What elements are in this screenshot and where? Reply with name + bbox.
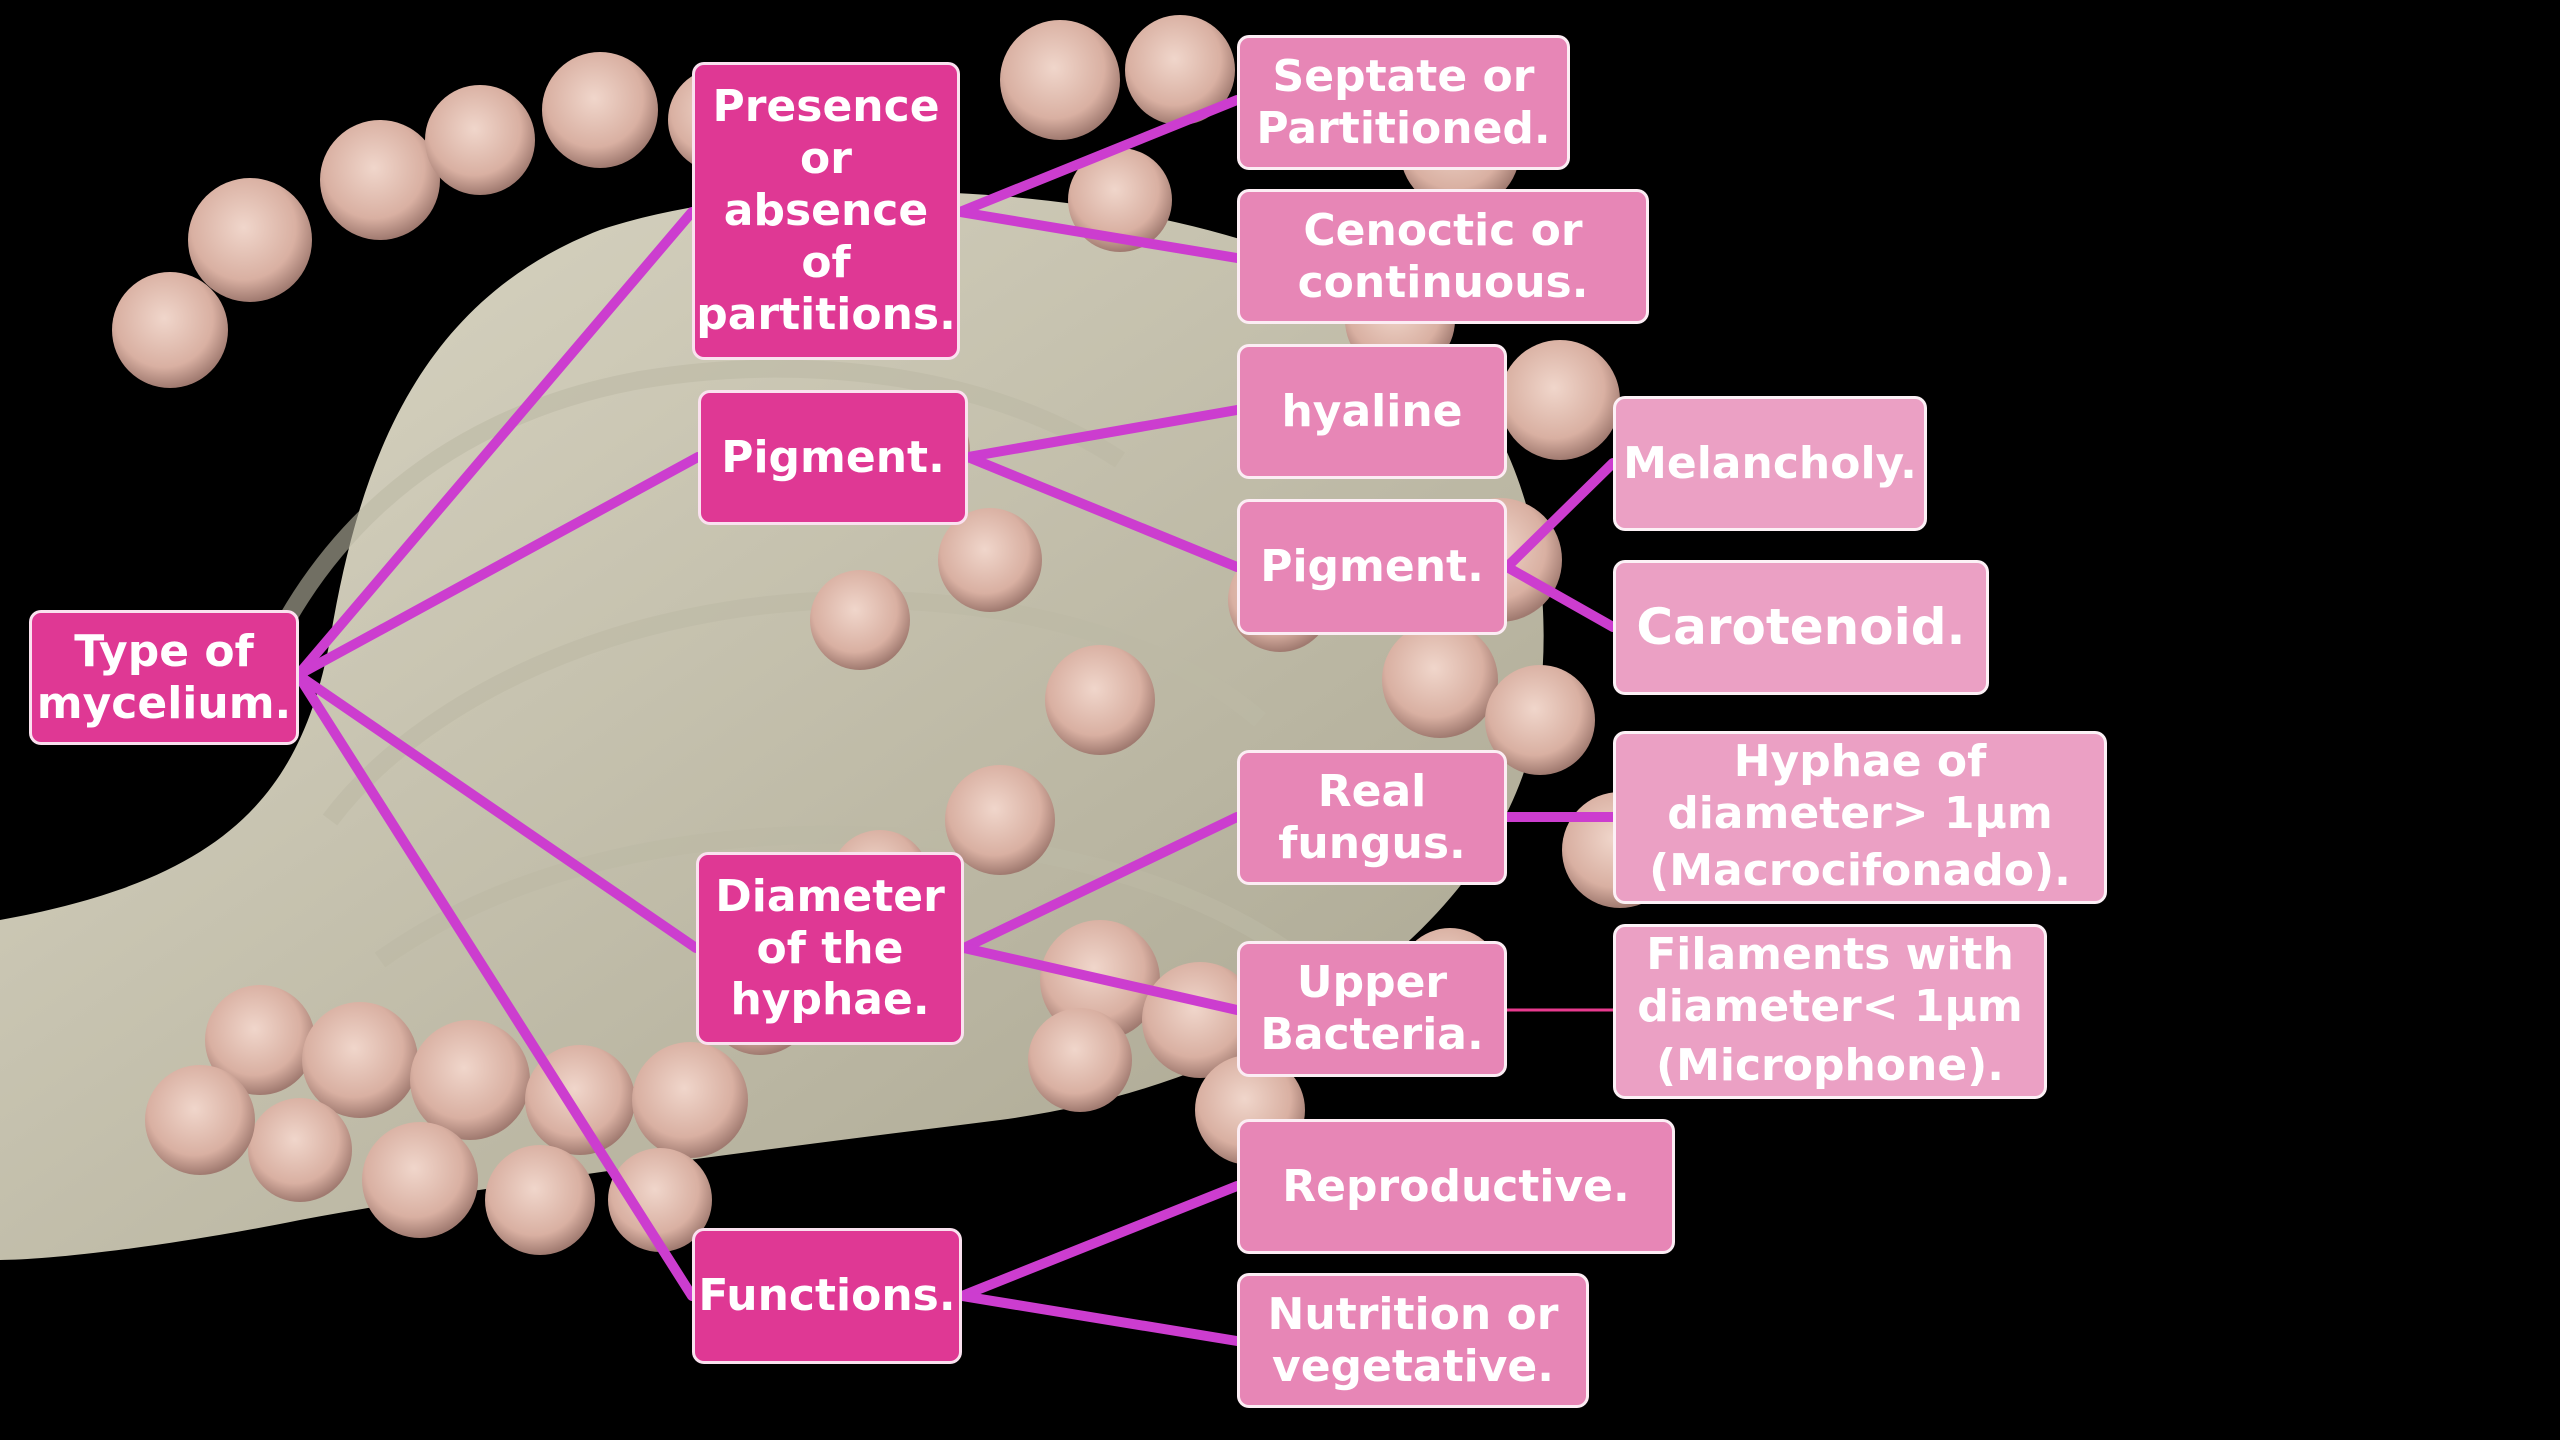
detail-hyphae-diameter-name: (Macrocifonado). bbox=[1649, 845, 2071, 897]
option-reproductive-label: Reproductive. bbox=[1282, 1161, 1629, 1213]
category-diameter-of-hyphae: Diameter of the hyphae. bbox=[696, 852, 964, 1045]
connector-pigment-to-pigment-sub bbox=[968, 457, 1237, 567]
option-cenoctic-label: Cenoctic or continuous. bbox=[1298, 205, 1589, 309]
connector-functions-to-nutrition bbox=[962, 1296, 1237, 1341]
detail-hyphae-diameter-text: Hyphae of diameter> 1μm bbox=[1667, 736, 2053, 840]
connector-root-to-diameter bbox=[298, 675, 696, 948]
option-septate-label: Septate or Partitioned. bbox=[1256, 51, 1550, 155]
connector-diameter-to-upper-bacteria bbox=[964, 948, 1237, 1010]
category-pigment: Pigment. bbox=[698, 390, 968, 525]
category-presence-of-partitions: Presence or absence of partitions. bbox=[692, 62, 960, 360]
option-hyaline-label: hyaline bbox=[1281, 386, 1462, 438]
option-real-fungus: Real fungus. bbox=[1237, 750, 1507, 885]
detail-filaments-text: Filaments with diameter< 1μm bbox=[1637, 929, 2023, 1033]
category-pigment-label: Pigment. bbox=[721, 432, 945, 484]
root-label: Type of mycelium. bbox=[37, 626, 292, 730]
detail-carotenoid-label: Carotenoid. bbox=[1636, 598, 1965, 657]
category-functions-label: Functions. bbox=[698, 1270, 955, 1322]
detail-hyphae-diameter: Hyphae of diameter> 1μm (Macrocifonado). bbox=[1613, 731, 2107, 904]
detail-filaments: Filaments with diameter< 1μm (Microphone… bbox=[1613, 924, 2047, 1099]
option-real-fungus-label: Real fungus. bbox=[1278, 766, 1466, 870]
option-hyaline: hyaline bbox=[1237, 344, 1507, 479]
detail-filaments-name: (Microphone). bbox=[1656, 1040, 2004, 1092]
connector-pigment-to-hyaline bbox=[968, 410, 1237, 457]
detail-carotenoid: Carotenoid. bbox=[1613, 560, 1989, 695]
option-nutrition: Nutrition or vegetative. bbox=[1237, 1273, 1589, 1408]
option-reproductive: Reproductive. bbox=[1237, 1119, 1675, 1254]
option-septate: Septate or Partitioned. bbox=[1237, 35, 1570, 170]
option-nutrition-label: Nutrition or vegetative. bbox=[1268, 1289, 1559, 1393]
connector-functions-to-reproductive bbox=[962, 1186, 1237, 1296]
connector-pigment-sub-to-carotenoid bbox=[1507, 567, 1613, 627]
option-upper-bacteria-label: Upper Bacteria. bbox=[1260, 957, 1483, 1061]
option-pigment-sub-label: Pigment. bbox=[1260, 541, 1484, 593]
option-upper-bacteria: Upper Bacteria. bbox=[1237, 941, 1507, 1077]
option-pigment-sub: Pigment. bbox=[1237, 499, 1507, 635]
connector-root-to-partitions bbox=[298, 212, 692, 675]
connector-partitions-to-cenoctic bbox=[960, 212, 1237, 258]
category-partitions-label: Presence or absence of partitions. bbox=[696, 81, 956, 341]
detail-melancholy: Melancholy. bbox=[1613, 396, 1927, 531]
connector-root-to-pigment bbox=[298, 457, 698, 675]
option-cenoctic: Cenoctic or continuous. bbox=[1237, 189, 1649, 324]
category-diameter-label: Diameter of the hyphae. bbox=[715, 871, 945, 1027]
connector-root-to-functions bbox=[298, 675, 692, 1296]
root-node-type-of-mycelium: Type of mycelium. bbox=[29, 610, 299, 745]
connector-pigment-sub-to-melancholy bbox=[1507, 463, 1613, 567]
connector-diameter-to-real-fungus bbox=[964, 817, 1237, 948]
detail-melancholy-label: Melancholy. bbox=[1623, 438, 1917, 490]
connector-partitions-to-septate bbox=[960, 100, 1237, 212]
category-functions: Functions. bbox=[692, 1228, 962, 1364]
